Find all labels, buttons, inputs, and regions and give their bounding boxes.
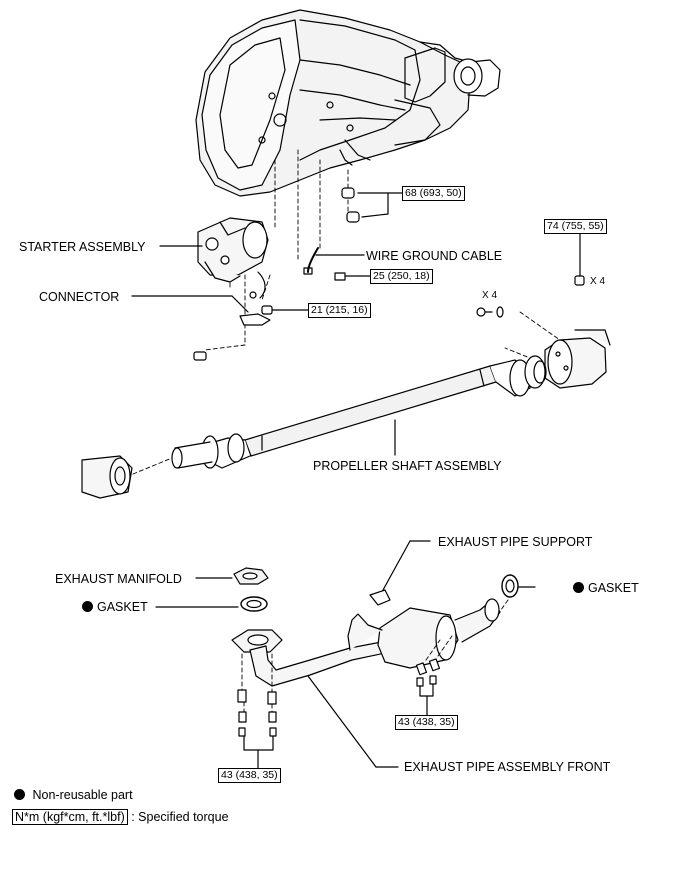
torque-25: 25 (250, 18) bbox=[370, 269, 433, 284]
transmission-illustration bbox=[195, 9, 501, 197]
x4-flange-label: X 4 bbox=[482, 290, 498, 301]
torque-21: 21 (215, 16) bbox=[308, 303, 371, 318]
wire-ground-cable-label: WIRE GROUND CABLE bbox=[366, 249, 503, 263]
starter-illustration bbox=[197, 217, 269, 283]
exhaust-manifold-label: EXHAUST MANIFOLD bbox=[55, 572, 182, 586]
gasket-right-text: GASKET bbox=[588, 581, 639, 595]
starter-assembly-label: STARTER ASSEMBLY bbox=[19, 240, 146, 254]
exhaust-pipe-illustration bbox=[249, 589, 501, 687]
propeller-shaft-label: PROPELLER SHAFT ASSEMBLY bbox=[313, 459, 502, 473]
legend-torque: N*m (kgf*cm, ft.*lbf) : Specified torque bbox=[12, 809, 229, 825]
legend-nonreusable-text: Non-reusable part bbox=[32, 788, 133, 802]
legend-nonreusable: Non-reusable part bbox=[14, 788, 133, 802]
torque-74: 74 (755, 55) bbox=[544, 219, 607, 234]
nonreusable-dot-icon bbox=[573, 582, 584, 593]
torque-43-right: 43 (438, 35) bbox=[395, 715, 458, 730]
gasket-left-text: GASKET bbox=[97, 600, 148, 614]
gasket-right-label: GASKET bbox=[573, 581, 639, 595]
exhaust-pipe-front-label: EXHAUST PIPE ASSEMBLY FRONT bbox=[404, 760, 611, 774]
connector-label: CONNECTOR bbox=[39, 290, 120, 304]
propeller-shaft-illustration bbox=[171, 355, 547, 469]
legend-specified-text: : Specified torque bbox=[131, 810, 229, 824]
legend-dot-icon bbox=[14, 789, 25, 800]
exhaust-pipe-support-label: EXHAUST PIPE SUPPORT bbox=[438, 535, 593, 549]
nonreusable-dot-icon bbox=[82, 601, 93, 612]
legend-unit-box: N*m (kgf*cm, ft.*lbf) bbox=[12, 809, 128, 825]
gasket-left-label: GASKET bbox=[82, 600, 148, 614]
torque-43-left: 43 (438, 35) bbox=[218, 768, 281, 783]
x4-nut-label: X 4 bbox=[590, 276, 606, 287]
torque-68: 68 (693, 50) bbox=[402, 186, 465, 201]
